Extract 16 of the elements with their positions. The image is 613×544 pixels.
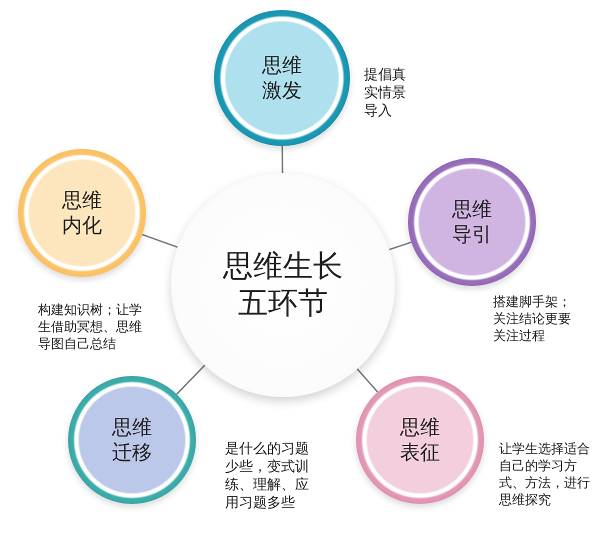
center-title: 思维生长五环节 (222, 248, 344, 322)
step-description: 是什么的习题少些，变式训练、理解、应用习题多些 (225, 440, 310, 512)
step-description: 让学生选择适合自己的学习方式、方法，进行思维探究 (499, 441, 591, 509)
step-title: 思维内化 (61, 188, 103, 238)
step-title: 思维迁移 (111, 415, 153, 465)
step-title: 思维表征 (399, 415, 441, 465)
step-description: 构建知识树；让学生借助冥想、思维导图自己总结 (38, 302, 143, 353)
connector-line (282, 146, 284, 173)
connector-line (356, 368, 378, 392)
step-description: 搭建脚手架；关注结论更要关注过程 (493, 294, 572, 345)
step-title: 思维激发 (261, 53, 303, 103)
connector-line (142, 234, 178, 248)
step-title: 思维导引 (451, 197, 493, 247)
step-description: 提倡真实情景导入 (364, 66, 407, 120)
connector-line (176, 364, 206, 395)
connector-line (389, 241, 412, 250)
